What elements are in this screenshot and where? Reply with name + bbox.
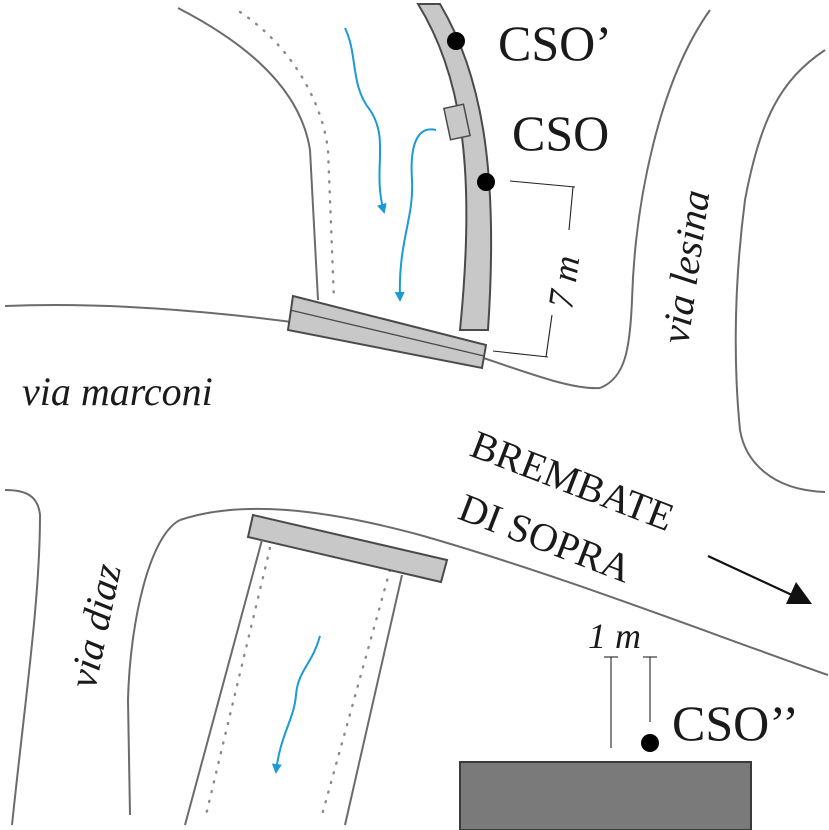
hatching <box>204 10 392 817</box>
road-edge-lesina-west <box>599 9 711 389</box>
hatching-lower-left <box>204 546 272 817</box>
flow-arrow-icon <box>271 635 321 774</box>
flow-arrows <box>271 27 437 774</box>
label-cso-prime: CSO’ <box>498 15 612 71</box>
side-inlet <box>443 103 471 141</box>
lower-channel <box>184 513 449 826</box>
upper-channel <box>286 3 493 370</box>
road-edge-diaz-east <box>126 519 181 816</box>
curved-channel <box>416 3 493 331</box>
label-via-diaz: via diaz <box>60 559 130 692</box>
channel-wall-left <box>184 539 263 826</box>
flow-arrow-icon <box>344 27 387 214</box>
road-edge-diaz-west <box>4 489 42 826</box>
lower-weir-slab <box>246 513 449 584</box>
flow-arrow-icon <box>394 128 437 302</box>
label-cso-double-prime: CSO’’ <box>672 695 799 751</box>
road-edges <box>4 7 829 826</box>
label-dimension-lower: 1 m <box>588 616 641 656</box>
label-via-lesina: via lesina <box>652 187 718 346</box>
label-cso: CSO <box>512 105 609 161</box>
hatching-lower-right <box>320 568 392 817</box>
building <box>459 761 752 830</box>
cso-point-icon <box>477 173 495 191</box>
cso-point-icon <box>641 734 659 752</box>
road-edge-upper-left-block <box>177 7 319 301</box>
road-edge-lesina-east <box>734 49 826 493</box>
cso-point-icon <box>447 32 465 50</box>
upper-weir-slab <box>286 294 488 370</box>
label-via-marconi: via marconi <box>22 369 213 414</box>
dimension-line-icon <box>492 180 657 748</box>
channel-wall-right <box>344 574 403 826</box>
label-dimension-upper: 7 m <box>540 253 587 311</box>
hatching-upper-left <box>238 10 336 302</box>
road-edge-marconi-south <box>179 507 829 676</box>
direction-arrow-icon <box>707 555 812 604</box>
